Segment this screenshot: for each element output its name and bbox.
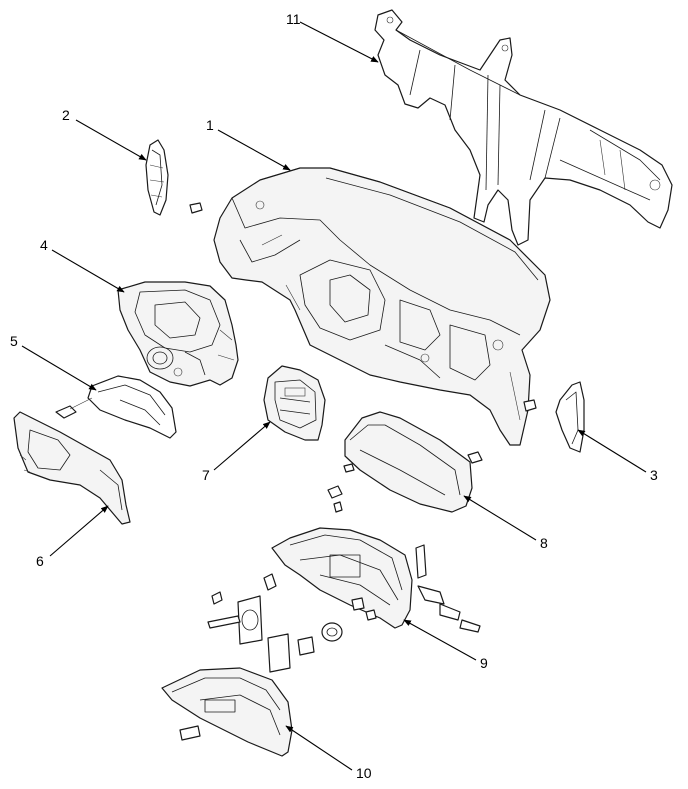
- leader-line-2: [75, 119, 147, 161]
- leader-line-11: [299, 21, 379, 63]
- glove-box-housing-part: [207, 527, 481, 673]
- callout-9: 9: [480, 655, 488, 671]
- left-side-cover-part: [145, 139, 203, 216]
- leader-line-9: [403, 619, 477, 661]
- callout-8: 8: [540, 535, 548, 551]
- leader-line-5: [21, 345, 97, 391]
- lower-panel-part: [55, 375, 177, 439]
- callout-4: 4: [40, 237, 48, 253]
- callout-1: 1: [206, 117, 214, 133]
- glove-box-part: [161, 667, 293, 757]
- leader-line-1: [217, 129, 291, 171]
- center-console-cover-part: [327, 411, 483, 513]
- callout-2: 2: [62, 107, 70, 123]
- leader-line-10: [285, 725, 353, 771]
- center-fascia-housing-part: [263, 365, 326, 441]
- cluster-fascia-part: [117, 281, 239, 387]
- callout-5: 5: [10, 333, 18, 349]
- leader-line-3: [577, 429, 647, 473]
- callout-3: 3: [650, 467, 658, 483]
- leader-line-4: [51, 249, 125, 293]
- leader-lines: [21, 21, 647, 771]
- leader-line-6: [49, 505, 109, 557]
- callout-11: 11: [286, 11, 301, 27]
- cowl-cross-bar-part: [374, 9, 673, 246]
- leader-line-8: [463, 495, 537, 541]
- lower-crash-pad-panel-part: [13, 411, 131, 525]
- leader-line-7: [213, 421, 271, 471]
- right-side-cover-part: [523, 381, 585, 453]
- callout-10: 10: [356, 765, 372, 781]
- crash-pad-main-part: [213, 167, 551, 446]
- callout-7: 7: [202, 467, 210, 483]
- callout-6: 6: [36, 553, 44, 569]
